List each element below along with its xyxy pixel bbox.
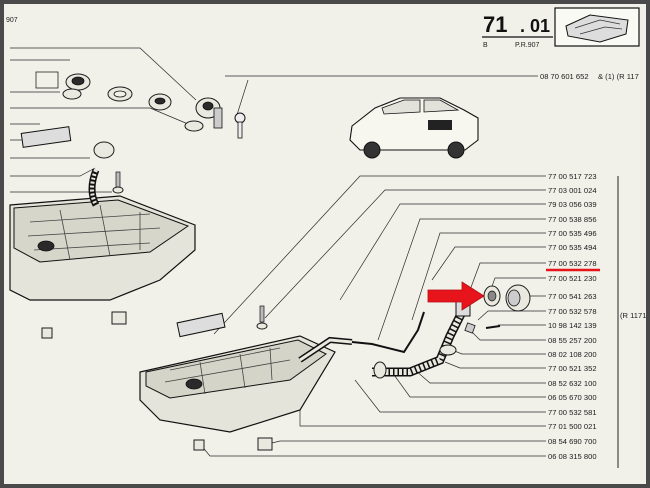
page-right-code: P.R.907 [515,42,539,49]
leader-line [414,369,546,384]
part-number-label: 77 00 521 352 [548,364,597,373]
part-number-label: 77 00 521 230 [548,274,597,283]
filler-cap-components [35,71,246,139]
neck-ring-inner [113,90,127,98]
part-number-label: 77 01 500 021 [548,422,597,431]
top-ref-part-number: 08 70 601 652 [540,72,589,81]
red-arrow-icon [427,281,485,311]
tank-mount-left-b [111,311,127,325]
part-number-list: 77 00 517 723 77 03 001 024 79 03 056 03… [548,172,597,461]
leader-line [411,232,546,321]
leader-line [469,262,546,291]
part-number-label: 77 00 541 263 [548,292,597,301]
fuel-tank-left [9,126,196,339]
leader-line [213,175,546,335]
leader-lines [10,47,546,457]
part-number-label: 77 00 517 723 [548,172,597,181]
leader-line [354,379,546,413]
tank-left-top [13,199,190,263]
tank-mount-main-b [257,437,273,451]
fuel-tank-main [139,305,353,451]
filler-neck-ring-hole [487,290,497,302]
cap-washer [184,120,204,132]
leader-line [469,329,546,341]
highlight-arrow [427,281,485,311]
tank-pad-left [20,126,72,148]
leader-line [235,79,249,119]
filler-pipe-left-ring [90,169,98,206]
leader-line [444,361,546,369]
filler-screw [485,325,501,329]
part-number-label: 10 98 142 139 [548,321,597,330]
key-bow [234,112,246,124]
strap-washer [112,186,124,194]
car-wheel-rear [447,141,465,159]
side-reference-r1171: (R 1171 [620,311,646,320]
filler-neck-assembly [351,284,531,379]
car-windows [381,99,460,115]
part-number-label: 77 00 532 581 [548,408,597,417]
tank-main-ribs [164,347,291,395]
tank-main-sender [185,378,203,390]
vent-pipe [351,311,425,354]
page-number-suffix: . 01 [520,16,550,36]
hose-clamp-b [439,344,457,356]
key-blade [237,121,243,139]
thumbnail-tank-detail [574,19,623,35]
tank-main-outlet-core [299,338,353,362]
part-number-label: 77 00 535 494 [548,243,597,252]
lock-barrel [213,107,223,129]
car-tank-location [428,120,452,130]
car-wheel-front [363,141,381,159]
cap-callout-box [35,71,59,89]
leader-line [10,107,189,125]
leader-line [391,371,546,398]
leader-line [10,167,96,177]
part-number-label: 08 52 632 100 [548,379,597,388]
seal-ring [62,88,82,100]
leader-line [431,246,546,281]
part-number-label: 06 08 315 800 [548,452,597,461]
page-corner-code: 907 [6,17,18,24]
tank-pad-main [176,312,226,338]
part-number-label: 77 00 532 278 [548,259,597,268]
part-number-label: 08 54 690 700 [548,437,597,446]
leader-line [339,203,546,301]
tank-mount-main-a [193,439,205,451]
tank-bolt [259,305,265,323]
key-icon [234,112,246,139]
part-number-label: 06 05 670 300 [548,393,597,402]
filler-neck-left [93,141,115,159]
part-number-label: 08 02 108 200 [548,350,597,359]
tank-left-ribs [27,204,161,261]
leader-line [377,218,546,341]
top-ref-suffix: & (1) (R 117 [598,72,639,81]
leader-line [10,47,197,101]
thumbnail-tank-icon [565,14,629,43]
part-number-label: 79 03 056 039 [548,200,597,209]
locking-cap-inner [202,101,214,111]
leader-line [477,310,546,321]
page-header: 907 71 . 01 B P.R.907 [6,7,640,49]
strap-bolt [115,171,121,189]
tank-left-sender [37,240,55,252]
page-left-code: B [483,42,488,49]
part-number-label: 77 03 001 024 [548,186,597,195]
filler-hose-core [372,310,465,375]
filler-cap-inner [71,76,85,86]
part-number-label: 77 00 532 578 [548,307,597,316]
cap-body-inner [154,97,166,105]
part-number-label: 77 00 535 496 [548,229,597,238]
hose-clamp-a [373,361,387,379]
part-number-label: 77 00 538 856 [548,215,597,224]
filler-clip [464,322,476,334]
leader-line [264,189,546,319]
part-number-label: 08 55 257 200 [548,336,597,345]
filler-cap-right-rim [507,289,521,307]
tank-bolt-washer [256,322,268,330]
page-number: 71 [483,12,507,37]
tank-mount-left-a [41,327,53,339]
car-illustration [349,97,479,159]
